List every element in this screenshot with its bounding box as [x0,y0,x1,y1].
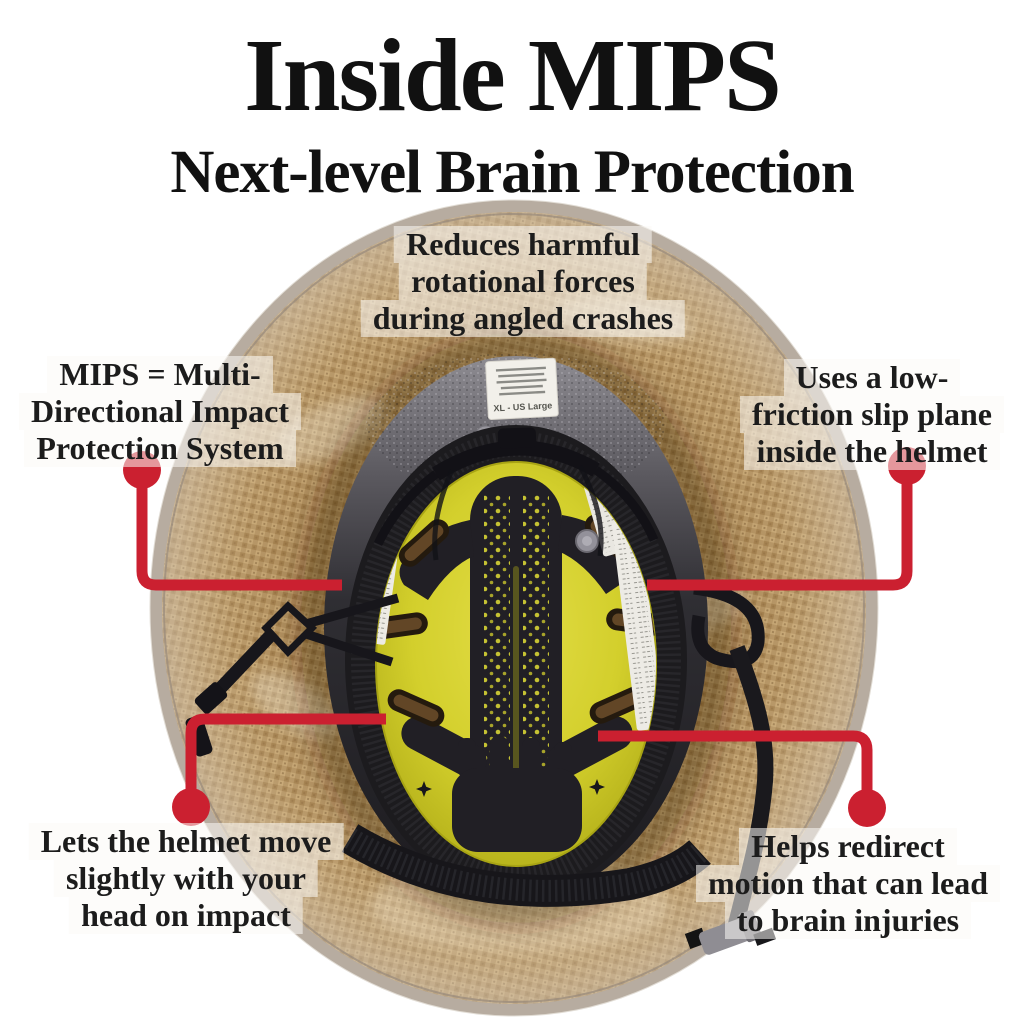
callout-bottom-left: Lets the helmet move slightly with your … [28,823,344,934]
callout-line: Helps redirect [696,828,1000,865]
callout-left: MIPS = Multi- Directional Impact Protect… [18,356,302,467]
mesh-ring-texture [351,431,681,889]
callout-line: head on impact [29,897,344,934]
fit-cradle [373,427,659,561]
callout-line: MIPS = Multi- [19,356,301,393]
page-title: Inside MIPS [244,18,782,133]
sticker-right-lower [611,519,656,731]
page-subtitle: Next-level Brain Protection [170,139,854,206]
connector-bottom-left-line [185,713,386,807]
connector-right-line [647,466,913,591]
connector-left-line [136,470,342,591]
connector-bottom-right-line [598,730,873,808]
callout-line: rotational forces [361,263,685,300]
callout-line: Protection System [19,430,301,467]
vent-slot [387,689,445,727]
callout-line: to brain injuries [696,902,1000,939]
callout-line: motion that can lead [696,865,1000,902]
callout-line: friction slip plane [739,396,1005,433]
strap-slider [261,601,318,658]
callout-line: Lets the helmet move [28,823,344,860]
callout-right: Uses a low- friction slip plane inside t… [739,359,1005,470]
strap-buckle-left [194,682,228,714]
size-label-text: XL - US Large [493,400,552,413]
callout-line: slightly with your [29,860,344,897]
callout-line: Directional Impact [18,393,302,430]
strap-loop-right [691,581,765,668]
care-label: XL - US Large [485,357,559,421]
connector-bottom-left-dot [172,788,210,826]
liner-details [376,462,656,852]
callout-line: during angled crashes [360,300,686,337]
connector-bottom-right-dot [848,789,886,827]
callout-bottom-right: Helps redirect motion that can lead to b… [696,828,1000,939]
callout-top: Reduces harmful rotational forces during… [360,226,686,337]
vent-slot [589,686,647,724]
callout-line: Uses a low- [740,359,1004,396]
callout-line: Reduces harmful [361,226,685,263]
callout-line: inside the helmet [740,433,1004,470]
